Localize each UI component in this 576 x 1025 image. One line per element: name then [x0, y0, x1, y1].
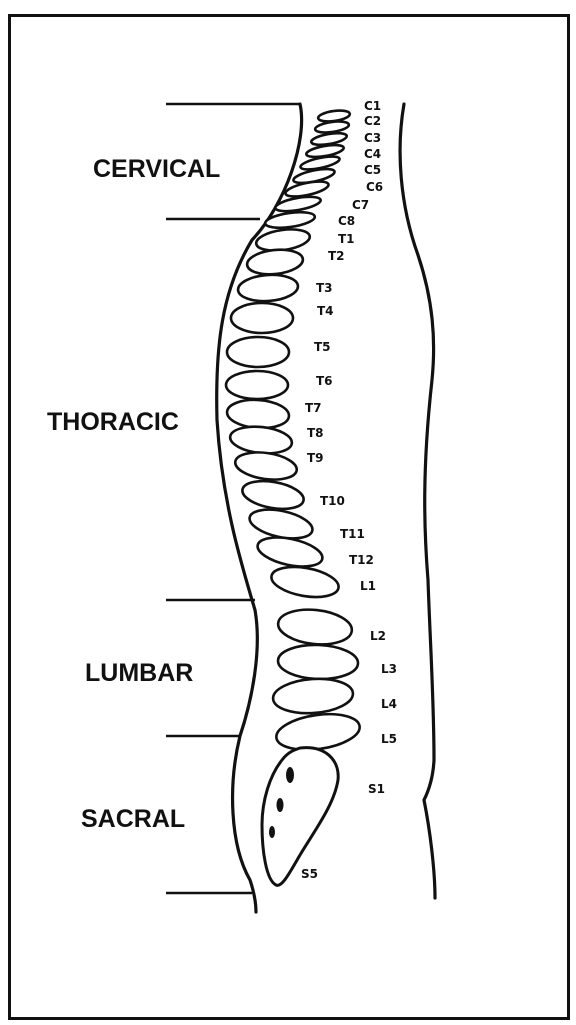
vertebra-label-t2: T2	[328, 249, 345, 263]
vertebra-label-c4: C4	[364, 147, 381, 161]
vertebra-label-s5: S5	[301, 867, 318, 881]
vertebra-label-t3: T3	[316, 281, 333, 295]
vertebra-label-c1: C1	[364, 99, 381, 113]
vertebra-label-t7: T7	[305, 401, 322, 415]
vertebra-label-c2: C2	[364, 114, 381, 128]
vertebra-label-t9: T9	[307, 451, 324, 465]
vertebra-label-t12: T12	[349, 553, 374, 567]
vertebra-label-c3: C3	[364, 131, 381, 145]
vertebra-label-l2: L2	[370, 629, 386, 643]
thoracic-vertebrae	[226, 226, 325, 571]
cervical-vertebrae	[264, 109, 350, 231]
vertebra-label-t11: T11	[340, 527, 365, 541]
lumbar-vertebrae	[269, 562, 362, 754]
vertebra-label-c5: C5	[364, 163, 381, 177]
vertebra-label-l5: L5	[381, 732, 397, 746]
region-label-thoracic: THORACIC	[47, 408, 179, 436]
vertebra-label-c6: C6	[366, 180, 383, 194]
region-label-sacral: SACRAL	[81, 805, 185, 833]
vertebra-label-t10: T10	[320, 494, 345, 508]
vertebra-label-t1: T1	[338, 232, 355, 246]
sacral-foramen	[277, 798, 284, 812]
vertebra-label-l4: L4	[381, 697, 397, 711]
vertebra-label-t8: T8	[307, 426, 324, 440]
region-label-cervical: CERVICAL	[93, 155, 220, 183]
vertebra-label-t6: T6	[316, 374, 333, 388]
vertebra-label-c8: C8	[338, 214, 355, 228]
sacral-foramen	[286, 767, 294, 783]
vertebra-label-l3: L3	[381, 662, 397, 676]
sacrum-shape	[262, 748, 338, 886]
vertebra-label-l1: L1	[360, 579, 376, 593]
vertebra-label-t4: T4	[317, 304, 334, 318]
body-back-outline	[400, 104, 435, 898]
vertebra-label-c7: C7	[352, 198, 369, 212]
vertebra-label-t5: T5	[314, 340, 331, 354]
region-label-lumbar: LUMBAR	[85, 659, 193, 687]
sacral-foramen	[269, 826, 275, 838]
vertebra-label-s1: S1	[368, 782, 385, 796]
